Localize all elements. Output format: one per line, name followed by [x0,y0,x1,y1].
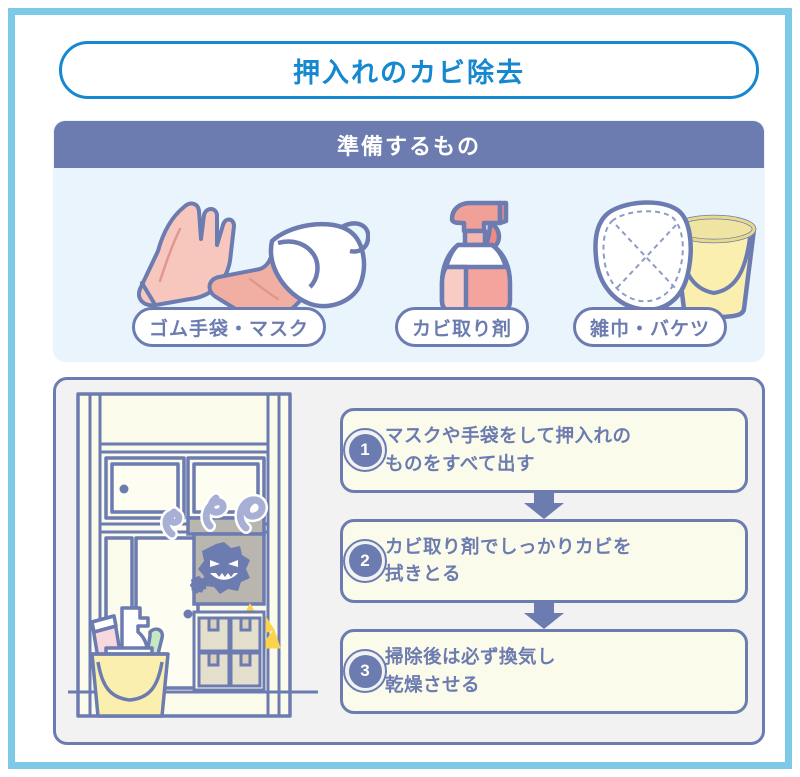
materials-header-label: 準備するもの [336,133,481,159]
step-connector-arrow-2 [340,603,748,629]
step-connector-arrow-1 [340,492,748,519]
step-text-3: 掃除後は必ず換気し 乾燥させる [385,646,557,695]
infographic-frame: 押入れのカビ除去 準備するもの [8,8,792,769]
steps-panel: 1 マスクや手袋をして押入れの ものをすべて出す 2 カビ取り剤でしっかりカビを… [53,377,765,745]
materials-header: 準備するもの [54,121,764,168]
step-number-3: 3 [348,654,382,688]
step-row-2: 2 カビ取り剤でしっかりカビを 拭きとる [318,518,748,603]
step-number-badge-3: 3 [343,649,387,694]
page-title-pill: 押入れのカビ除去 [59,41,759,99]
material-item-gloves-mask: ゴム手袋・マスク [132,307,327,347]
cloth-and-bucket-icon [578,193,764,319]
step-number-1: 1 [348,433,382,467]
materials-panel: 準備するもの [53,120,765,362]
step-box-3: 3 掃除後は必ず換気し 乾燥させる [340,629,748,714]
step-number-badge-2: 2 [343,538,387,583]
materials-body: ゴム手袋・マスク カビ取り剤 雑巾・バケツ [54,168,764,361]
rubber-gloves-and-mask-icon [120,199,370,317]
step-row-3: 3 掃除後は必ず換気し 乾燥させる [318,629,748,714]
steps-list: 1 マスクや手袋をして押入れの ものをすべて出す 2 カビ取り剤でしっかりカビを… [318,408,748,714]
step-row-1: 1 マスクや手袋をして押入れの ものをすべて出す [318,408,748,493]
spray-bottle-icon [428,197,536,317]
step-text-1: マスクや手袋をして押入れの ものをすべて出す [385,425,632,474]
material-label-gloves-mask: ゴム手袋・マスク [132,307,327,347]
step-number-2: 2 [348,544,382,578]
page-title: 押入れのカビ除去 [293,57,525,88]
step-box-2: 2 カビ取り剤でしっかりカビを 拭きとる [340,518,748,603]
material-label-cloth-bucket: 雑巾・バケツ [573,307,728,347]
step-box-1: 1 マスクや手袋をして押入れの ものをすべて出す [340,408,748,493]
material-item-cloth-bucket: 雑巾・バケツ [573,307,728,347]
material-label-mold-remover: カビ取り剤 [395,307,530,347]
closet-with-mold-illustration [68,386,318,736]
step-number-badge-1: 1 [343,428,387,473]
material-item-mold-remover: カビ取り剤 [395,307,530,347]
step-text-2: カビ取り剤でしっかりカビを 拭きとる [385,535,633,585]
